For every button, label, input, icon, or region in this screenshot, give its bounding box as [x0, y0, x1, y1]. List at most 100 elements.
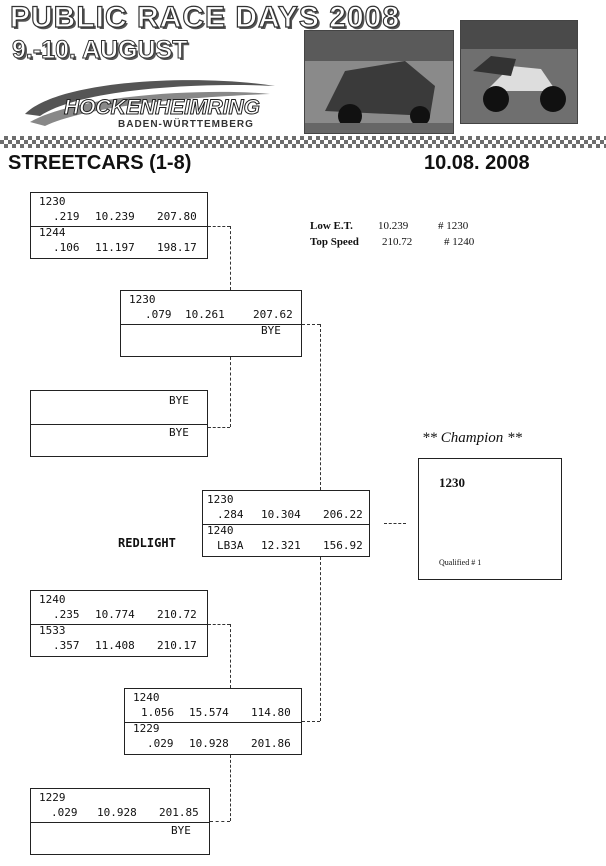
car-number: 1230	[207, 493, 234, 506]
bracket-slot: 1230 .219 10.239 207.80	[31, 193, 207, 227]
speed: 114.80	[251, 706, 291, 719]
elapsed-time: 10.261	[185, 308, 225, 321]
bracket-slot: 1533 .357 11.408 210.17	[31, 624, 207, 657]
reaction-time: .079	[145, 308, 172, 321]
round1-match3: 1240 .235 10.774 210.72 1533 .357 11.408…	[30, 590, 208, 657]
elapsed-time: 10.304	[261, 508, 301, 521]
bracket-slot: 1229 .029 10.928 201.86	[125, 722, 301, 755]
low-et-label: Low E.T.	[310, 220, 353, 232]
speed: 201.86	[251, 737, 291, 750]
bracket-slot: 1244 .106 11.197 198.17	[31, 226, 207, 259]
reaction-time: .029	[147, 737, 174, 750]
elapsed-time: 12.321	[261, 539, 301, 552]
speed: 207.80	[157, 210, 197, 223]
top-speed-value: 210.72	[382, 236, 413, 248]
elapsed-time: 11.408	[95, 639, 135, 652]
bracket-slot: 1230 .284 10.304 206.22	[203, 491, 369, 525]
connector	[208, 226, 230, 227]
reaction-time: .106	[53, 241, 80, 254]
logo-wordmark: HOCKENHEIMRING	[63, 96, 261, 120]
low-et-value: 10.239	[378, 220, 409, 232]
bracket-slot: 1229 .029 10.928 201.85	[31, 789, 209, 823]
dragster-car-photo	[304, 30, 454, 134]
reaction-time: LB3A	[217, 539, 244, 552]
champion-box: 1230 Qualified # 1	[418, 458, 562, 580]
final-match: 1230 .284 10.304 206.22 1240 LB3A 12.321…	[202, 490, 370, 557]
elapsed-time: 10.928	[189, 737, 229, 750]
elapsed-time: 10.774	[95, 608, 135, 621]
bye-label: BYE	[169, 426, 189, 439]
speed: 198.17	[157, 241, 197, 254]
elapsed-time: 10.239	[95, 210, 135, 223]
car-number: 1230	[39, 195, 66, 208]
bracket-slot: BYE	[31, 424, 207, 457]
bracket-slot: BYE	[31, 822, 209, 855]
bye-label: BYE	[169, 394, 189, 407]
low-et-row: Low E.T. 10.239 # 1230	[310, 220, 468, 232]
connector	[208, 624, 230, 625]
car-number: 1244	[39, 226, 66, 239]
car-number: 1229	[39, 791, 66, 804]
connector	[320, 324, 321, 490]
hockenheimring-logo-swoosh	[25, 80, 275, 126]
round1-match1: 1230 .219 10.239 207.80 1244 .106 11.197…	[30, 192, 208, 259]
speed: 210.72	[157, 608, 197, 621]
elapsed-time: 15.574	[189, 706, 229, 719]
logo-region: BADEN-WÜRTTEMBERG	[118, 119, 254, 130]
bye-label: BYE	[261, 324, 281, 337]
class-title: STREETCARS (1-8)	[8, 152, 192, 174]
round2-match2: 1240 1.056 15.574 114.80 1229 .029 10.92…	[124, 688, 302, 755]
champion-title: ** Champion **	[422, 430, 523, 446]
connector	[384, 523, 406, 524]
top-speed-label: Top Speed	[310, 236, 359, 248]
elapsed-time: 10.928	[97, 806, 137, 819]
event-title: PUBLIC RACE DAYS 2008	[9, 1, 401, 34]
event-dates: 9.-10. AUGUST	[12, 36, 189, 65]
top-speed-row: Top Speed 210.72 # 1240	[310, 236, 474, 248]
connector	[302, 324, 320, 325]
connector	[208, 427, 230, 428]
car-number: 1533	[39, 624, 66, 637]
motorbike-photo	[460, 20, 578, 124]
bye-label: BYE	[171, 824, 191, 837]
bracket-slot: 1230 .079 10.261 207.62	[121, 291, 301, 325]
bracket-slot: 1240 LB3A 12.321 156.92	[203, 524, 369, 557]
car-number: 1240	[39, 593, 66, 606]
speed: 206.22	[323, 508, 363, 521]
bracket-slot: BYE	[121, 324, 301, 357]
reaction-time: 1.056	[141, 706, 175, 719]
connector	[230, 357, 231, 427]
car-number: 1229	[133, 722, 160, 735]
bracket-slot: 1240 .235 10.774 210.72	[31, 591, 207, 625]
reaction-time: .235	[53, 608, 80, 621]
connector	[320, 557, 321, 721]
car-number: 1230	[129, 293, 156, 306]
connector	[210, 821, 230, 822]
low-et-car: # 1230	[438, 220, 469, 232]
top-speed-car: # 1240	[444, 236, 475, 248]
reaction-time: .357	[53, 639, 80, 652]
connector	[302, 721, 320, 722]
champion-car-number: 1230	[439, 475, 465, 490]
connector	[230, 624, 231, 688]
speed: 210.17	[157, 639, 197, 652]
reaction-time: .219	[53, 210, 80, 223]
redlight-label: REDLIGHT	[118, 536, 176, 550]
speed: 201.85	[159, 806, 199, 819]
reaction-time: .029	[51, 806, 78, 819]
speed: 156.92	[323, 539, 363, 552]
car-number: 1240	[207, 524, 234, 537]
reaction-time: .284	[217, 508, 244, 521]
bracket-slot: BYE	[31, 391, 207, 425]
connector	[230, 226, 231, 290]
connector	[230, 755, 231, 821]
car-number: 1240	[133, 691, 160, 704]
checkered-divider	[0, 136, 606, 148]
elapsed-time: 11.197	[95, 241, 135, 254]
champion-qualified: Qualified # 1	[439, 558, 482, 567]
speed: 207.62	[253, 308, 293, 321]
round2-match1: 1230 .079 10.261 207.62 BYE	[120, 290, 302, 357]
round1-match4: 1229 .029 10.928 201.85 BYE	[30, 788, 210, 855]
race-date: 10.08. 2008	[424, 152, 530, 174]
round1-match2: BYE BYE	[30, 390, 208, 457]
